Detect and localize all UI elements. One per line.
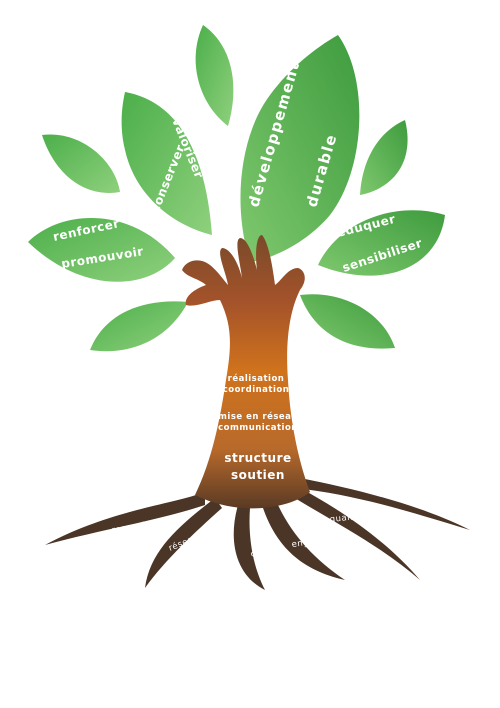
leaf-right-bottom <box>300 294 395 349</box>
trunk-band2-line2: communication <box>218 423 298 433</box>
leaf-left-bottom <box>90 301 188 352</box>
leaf-right-small <box>360 120 408 195</box>
root-label-qualite: qualité <box>329 511 363 525</box>
roots <box>45 478 470 590</box>
leaf-left-lower <box>28 217 175 282</box>
root-left <box>45 492 205 545</box>
trunk-band2-line1: mise en réseau <box>218 411 298 422</box>
root-mid-2 <box>262 505 345 580</box>
leaf-right <box>318 210 445 276</box>
trunk <box>182 235 310 509</box>
leaf-left-small <box>42 134 120 193</box>
trunk-band3-line2: soutien <box>231 468 285 482</box>
trunk-band3-line1: structure <box>224 451 291 465</box>
root-right <box>290 488 420 580</box>
leaf-left-upper <box>121 92 212 235</box>
root-left-2 <box>145 498 222 588</box>
root-label-engagement: engagement <box>291 533 351 550</box>
trunk-band1-line2: coordination <box>223 385 290 395</box>
leaves <box>28 25 445 352</box>
root-mid <box>233 505 265 590</box>
root-right-2 <box>295 478 470 530</box>
leaf-top <box>195 25 234 126</box>
leaf-main <box>240 35 360 262</box>
trunk-band1-line1: réalisation <box>228 373 285 384</box>
